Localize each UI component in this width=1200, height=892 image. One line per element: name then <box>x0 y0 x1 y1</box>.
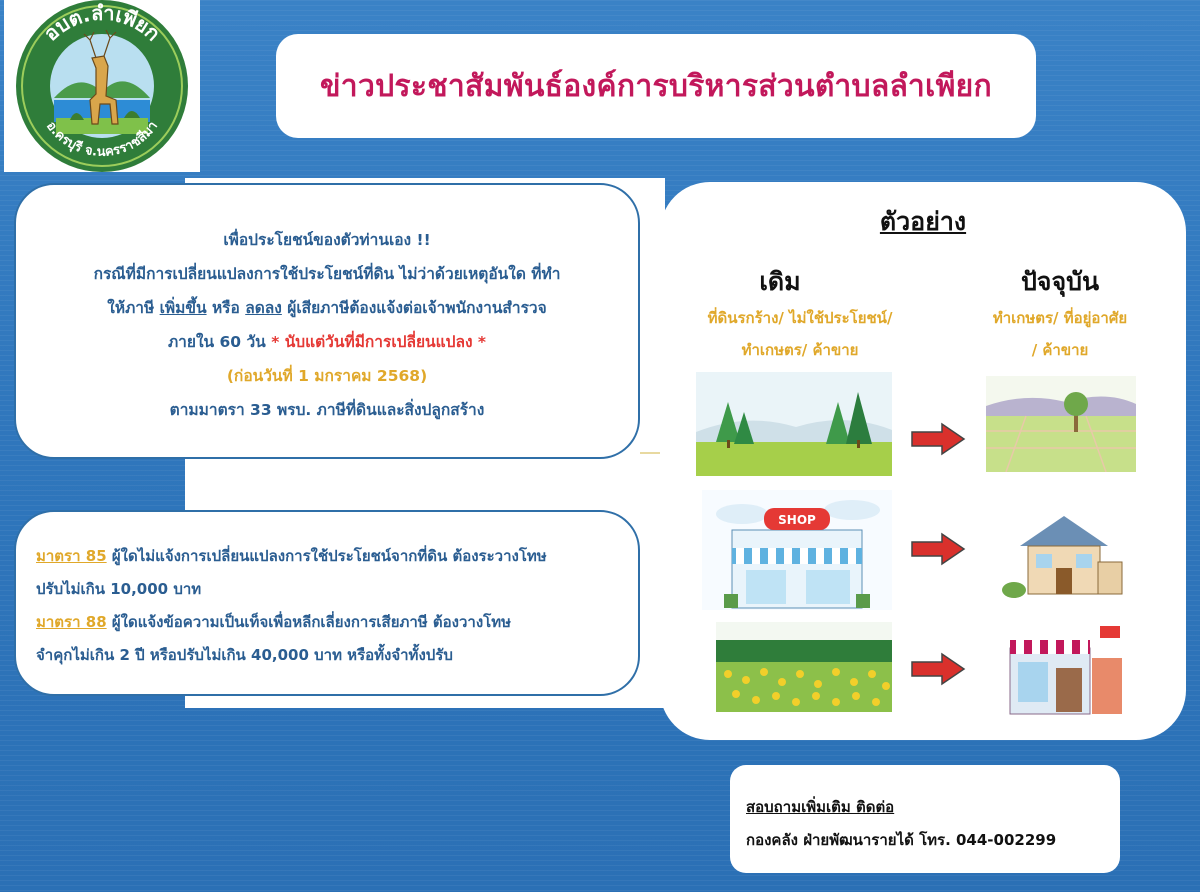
notice-line-3: ให้ภาษี เพิ่มขึ้น หรือ ลดลง ผู้เสียภาษีต… <box>16 291 638 325</box>
notice-box: เพื่อประโยชน์ของตัวท่านเอง !! กรณีที่มีก… <box>14 183 640 459</box>
notice-line-1: เพื่อประโยชน์ของตัวท่านเอง !! <box>223 231 431 249</box>
deadline-note: * นับแต่วันที่มีการเปลี่ยนแปลง * <box>271 333 487 351</box>
forest-image <box>696 372 892 476</box>
increase-text: เพิ่มขึ้น <box>159 299 207 317</box>
shop-image: SHOP <box>702 490 892 610</box>
law-88-penalty: จำคุกไม่เกิน 2 ปี หรือปรับไม่เกิน 40,000… <box>36 646 453 664</box>
notice-line-3-c: ผู้เสียภาษีต้องแจ้งต่อเจ้าพนักงานสำรวจ <box>281 299 547 317</box>
decrease-text: ลดลง <box>245 299 282 317</box>
contact-heading: สอบถามเพิ่มเติม ติดต่อ <box>746 798 895 816</box>
market-shop-image <box>1000 618 1130 718</box>
notice-line-2: กรณีที่มีการเปลี่ยนแปลงการใช้ประโยชน์ที่… <box>93 265 561 283</box>
contact-box: สอบถามเพิ่มเติม ติดต่อ กองคลัง ฝ่ายพัฒนา… <box>730 765 1120 873</box>
title-banner: ข่าวประชาสัมพันธ์องค์การบริหารส่วนตำบลลำ… <box>276 34 1036 138</box>
shop-sign-text: SHOP <box>778 513 816 527</box>
arrow-right-icon <box>911 652 966 686</box>
divider-line <box>640 452 670 454</box>
law-85-label: มาตรา 85 <box>36 547 107 565</box>
arrow-right-icon <box>911 422 966 456</box>
law-88-text: ผู้ใดแจ้งข้อความเป็นเท็จเพื่อหลีกเลี่ยงก… <box>106 613 511 631</box>
law-88-label: มาตรา 88 <box>36 613 107 631</box>
example-box: ตัวอย่าง เดิม ปัจจุบัน ที่ดินรกร้าง/ ไม่… <box>660 182 1186 740</box>
after-heading: ปัจจุบัน <box>1020 267 1100 296</box>
law-85-penalty: ปรับไม่เกิน 10,000 บาท <box>36 580 202 598</box>
farmland-image <box>986 376 1136 472</box>
arrow-right-icon <box>911 532 966 566</box>
house-image <box>1000 502 1130 602</box>
law-88-line: มาตรา 88 ผู้ใดแจ้งข้อความเป็นเท็จเพื่อหล… <box>36 606 638 639</box>
before-description: ที่ดินรกร้าง/ ไม่ใช้ประโยชน์/ ทำเกษตร/ ค… <box>680 302 920 366</box>
contact-details: กองคลัง ฝ่ายพัฒนารายได้ โทร. 044-002299 <box>746 831 1057 849</box>
after-description: ทำเกษตร/ ที่อยู่อาศัย / ค้าขาย <box>950 302 1170 366</box>
notice-line-6: ตามมาตรา 33 พรบ. ภาษีที่ดินและสิ่งปลูกสร… <box>169 401 485 419</box>
notice-line-3-a: ให้ภาษี <box>107 299 160 317</box>
notice-line-5: (ก่อนวันที่ 1 มกราคม 2568) <box>226 367 428 385</box>
before-desc-1: ที่ดินรกร้าง/ ไม่ใช้ประโยชน์/ <box>707 309 893 327</box>
deer-logo-icon: อบต.ลำเพียก อ.ครบุรี จ.นครราชสีมา <box>16 0 188 172</box>
example-title: ตัวอย่าง <box>879 207 967 236</box>
page-title: ข่าวประชาสัมพันธ์องค์การบริหารส่วนตำบลลำ… <box>319 68 993 104</box>
penalty-box: มาตรา 85 ผู้ใดไม่แจ้งการเปลี่ยนแปลงการใช… <box>14 510 640 696</box>
sunflower-field-image <box>716 622 892 712</box>
logo-frame: อบต.ลำเพียก อ.ครบุรี จ.นครราชสีมา <box>4 0 200 172</box>
notice-line-4: ภายใน 60 วัน * นับแต่วันที่มีการเปลี่ยนแ… <box>16 325 638 359</box>
law-85-text: ผู้ใดไม่แจ้งการเปลี่ยนแปลงการใช้ประโยชน์… <box>106 547 547 565</box>
law-85-line: มาตรา 85 ผู้ใดไม่แจ้งการเปลี่ยนแปลงการใช… <box>36 540 638 573</box>
notice-line-4-a: ภายใน 60 วัน <box>167 333 272 351</box>
after-desc-2: / ค้าขาย <box>1031 341 1089 359</box>
before-desc-2: ทำเกษตร/ ค้าขาย <box>741 341 859 359</box>
notice-line-3-b: หรือ <box>206 299 246 317</box>
before-heading: เดิม <box>759 267 801 296</box>
after-desc-1: ทำเกษตร/ ที่อยู่อาศัย <box>992 309 1128 327</box>
